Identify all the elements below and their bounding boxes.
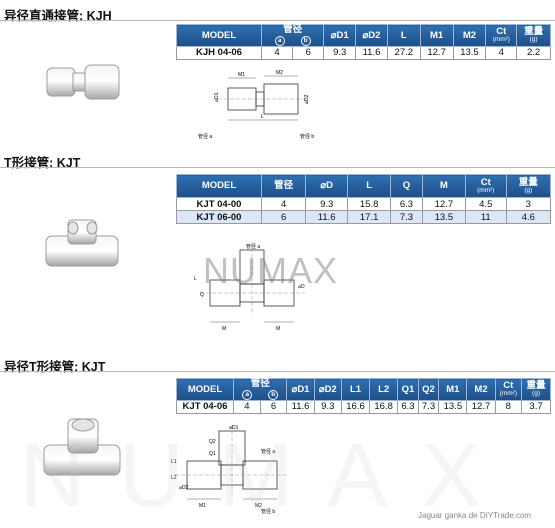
header-model: MODEL	[176, 174, 262, 198]
header-q: Q	[390, 174, 423, 198]
table-row: KJT 06-00 6 11.6 17.1 7.3 13.5 11 4.6	[176, 210, 552, 224]
header-pipe: 管径	[260, 174, 307, 198]
section-title-kjt-reducing: 异径T形接管: KJT	[4, 360, 106, 374]
dim-d1: ⌀D1	[229, 425, 239, 431]
header-l2: L2	[369, 378, 399, 401]
header-ct: Ct(mm²)	[494, 378, 523, 401]
watermark-large: NUMAX	[20, 426, 516, 526]
section-divider	[0, 20, 555, 21]
pipe-a-label: 管径 a	[261, 448, 275, 455]
header-ct: Ct(mm²)	[485, 24, 518, 47]
dim-d: ⌀D	[298, 284, 305, 290]
dim-l: L	[261, 114, 264, 120]
dim-l: L	[194, 276, 197, 282]
header-l1: L1	[340, 378, 371, 401]
section-divider	[0, 167, 555, 168]
dim-m2: M2	[255, 503, 262, 509]
header-m2: M2	[452, 24, 487, 47]
table-row: KJT 04-06 4 6 11.6 9.3 16.6 16.8 6.3 7.3…	[176, 399, 551, 414]
kjt-product-photo	[45, 219, 119, 267]
dim-q2: Q2	[209, 439, 216, 445]
site-credit: Jaguar ganka de DIYTrade.com	[418, 511, 532, 520]
dim-d2: ⌀D2	[304, 94, 310, 104]
dim-m1: M1	[199, 503, 206, 509]
section-title-kjh: 异径直通接管: KJH	[4, 9, 112, 23]
dim-q1: Q1	[209, 451, 216, 457]
table-row: KJH 04-06 4 6 9.3 11.6 27.2 12.7 13.5 4 …	[176, 45, 551, 60]
dim-m1: M1	[238, 72, 245, 78]
pipe-b-label: 管径 b	[300, 133, 314, 140]
dim-l1: L1	[171, 459, 177, 465]
dim-d2: ⌀D2	[179, 485, 189, 491]
section-title-kjt: T形接管: KJT	[4, 156, 81, 170]
section-divider	[0, 371, 555, 372]
header-model: MODEL	[176, 378, 234, 401]
header-d2: ⌀D2	[355, 24, 388, 47]
table-row: KJT 04-00 4 9.3 15.8 6.3 12.7 4.5 3	[176, 197, 552, 211]
header-l: L	[347, 174, 392, 198]
header-m: M	[421, 174, 466, 198]
header-weight: 重量(g)	[505, 174, 552, 198]
kjt-dimension-drawing: L M M Q ⌀D 管径 a	[194, 242, 305, 332]
header-weight: 重量(g)	[516, 24, 551, 47]
header-l: L	[386, 24, 421, 47]
header-d2: ⌀D2	[313, 378, 342, 401]
kjt-spec-table: MODEL 管径 ⌀D L Q M Ct(mm²) 重量(g) KJT 04-0…	[176, 174, 552, 224]
pipe-a-label: 管径 a	[198, 133, 212, 140]
header-m1: M1	[419, 24, 454, 47]
header-model: MODEL	[176, 24, 262, 47]
dim-q: Q	[200, 292, 204, 298]
header-q1: Q1	[397, 378, 419, 401]
header-d1: ⌀D1	[286, 378, 315, 401]
kjh-dimension-drawing: M1 M2 L ⌀D1 ⌀D2 管径 a 管径 b	[198, 70, 314, 140]
dim-m: M	[222, 326, 226, 332]
pipe-b-label: 管径 b	[261, 508, 275, 515]
dim-d1: ⌀D1	[214, 92, 220, 102]
kjh-product-photo	[46, 64, 120, 100]
header-q2: Q2	[417, 378, 440, 401]
dim-m: M	[276, 326, 280, 332]
header-ct: Ct(mm²)	[464, 174, 507, 198]
pipe-label: 管径 a	[246, 243, 260, 250]
header-d: ⌀D	[305, 174, 349, 198]
watermark: NUMAX	[203, 250, 339, 291]
header-m2: M2	[466, 378, 496, 401]
header-m1: M1	[438, 378, 468, 401]
header-d1: ⌀D1	[323, 24, 357, 47]
kjt-reducing-dimension-drawing: ⌀D1 Q2 Q1 L1 L2 M1 M2 ⌀D2 管径 a 管径 b	[171, 425, 287, 515]
header-weight: 重量(g)	[521, 378, 551, 401]
kjt-reducing-product-photo	[43, 418, 121, 476]
dim-m2: M2	[276, 70, 283, 76]
dim-l2: L2	[171, 475, 177, 481]
